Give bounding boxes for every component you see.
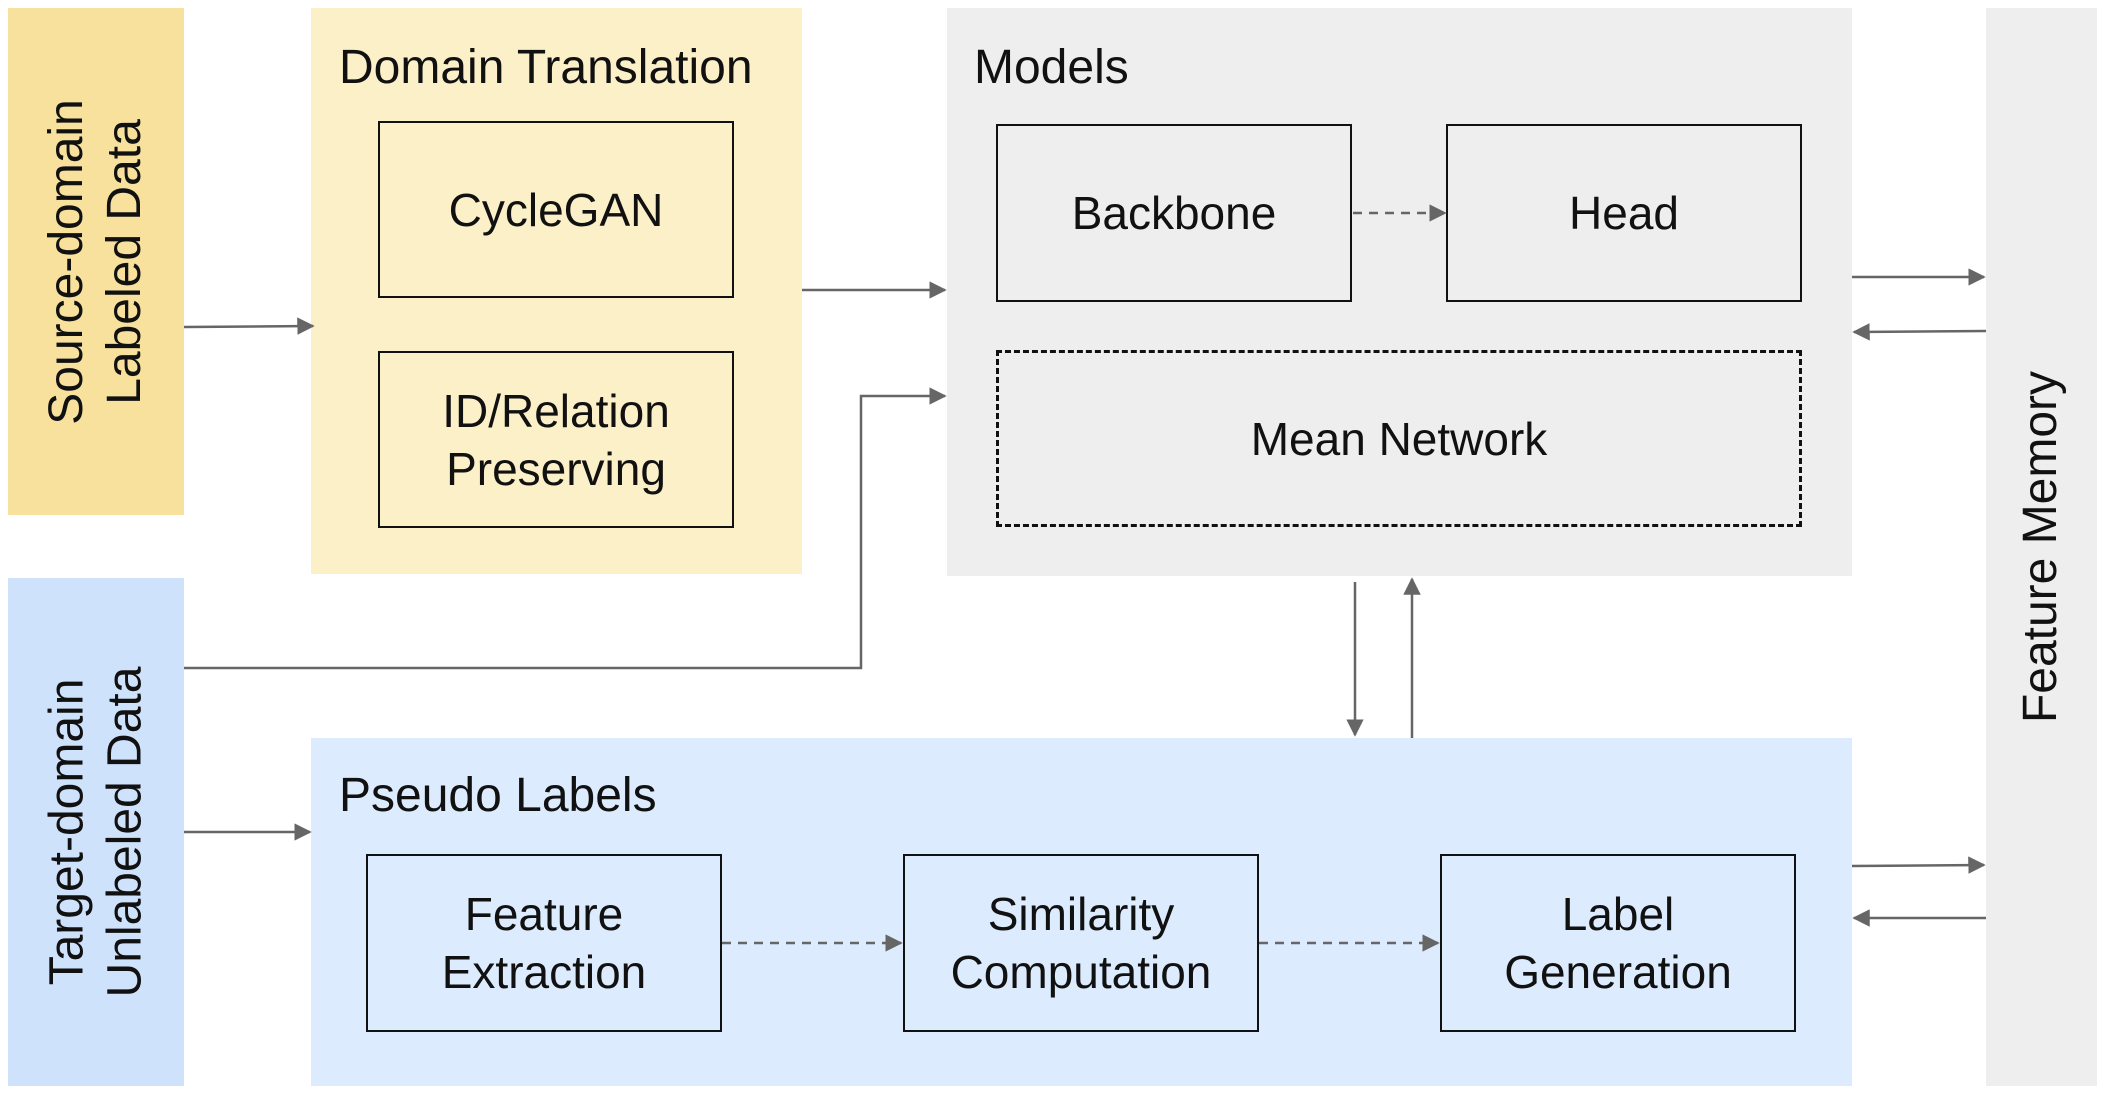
models-group: Models Backbone Head Mean Network xyxy=(947,8,1852,576)
source-domain-label: Source-domain Labeled Data xyxy=(40,98,151,425)
pseudo-labels-group: Pseudo Labels Feature Extraction Similar… xyxy=(311,738,1852,1086)
pseudo-labels-title: Pseudo Labels xyxy=(339,769,657,822)
domain-translation-title: Domain Translation xyxy=(339,41,753,94)
label-generation-box: Label Generation xyxy=(1440,854,1796,1032)
arrow-pseudo-to-memory xyxy=(1851,856,1986,874)
target-domain-panel: Target-domain Unlabeled Data xyxy=(8,578,184,1086)
id-relation-preserving-box: ID/Relation Preserving xyxy=(378,351,734,528)
arrow-memory-to-models xyxy=(1852,323,1987,341)
cyclegan-box: CycleGAN xyxy=(378,121,734,298)
arrow-source-to-translation xyxy=(183,317,315,335)
domain-translation-group: Domain Translation CycleGAN ID/Relation … xyxy=(311,8,802,574)
target-domain-label: Target-domain Unlabeled Data xyxy=(40,666,152,998)
feature-extraction-box: Feature Extraction xyxy=(366,854,722,1032)
mean-network-box: Mean Network xyxy=(996,350,1802,527)
backbone-box: Backbone xyxy=(996,124,1352,302)
source-domain-panel: Source-domain Labeled Data xyxy=(8,8,184,515)
models-title: Models xyxy=(974,41,1129,94)
similarity-computation-box: Similarity Computation xyxy=(903,854,1259,1032)
head-box: Head xyxy=(1446,124,1802,302)
feature-memory-label: Feature Memory xyxy=(2014,370,2068,724)
feature-memory-panel: Feature Memory xyxy=(1986,8,2097,1086)
